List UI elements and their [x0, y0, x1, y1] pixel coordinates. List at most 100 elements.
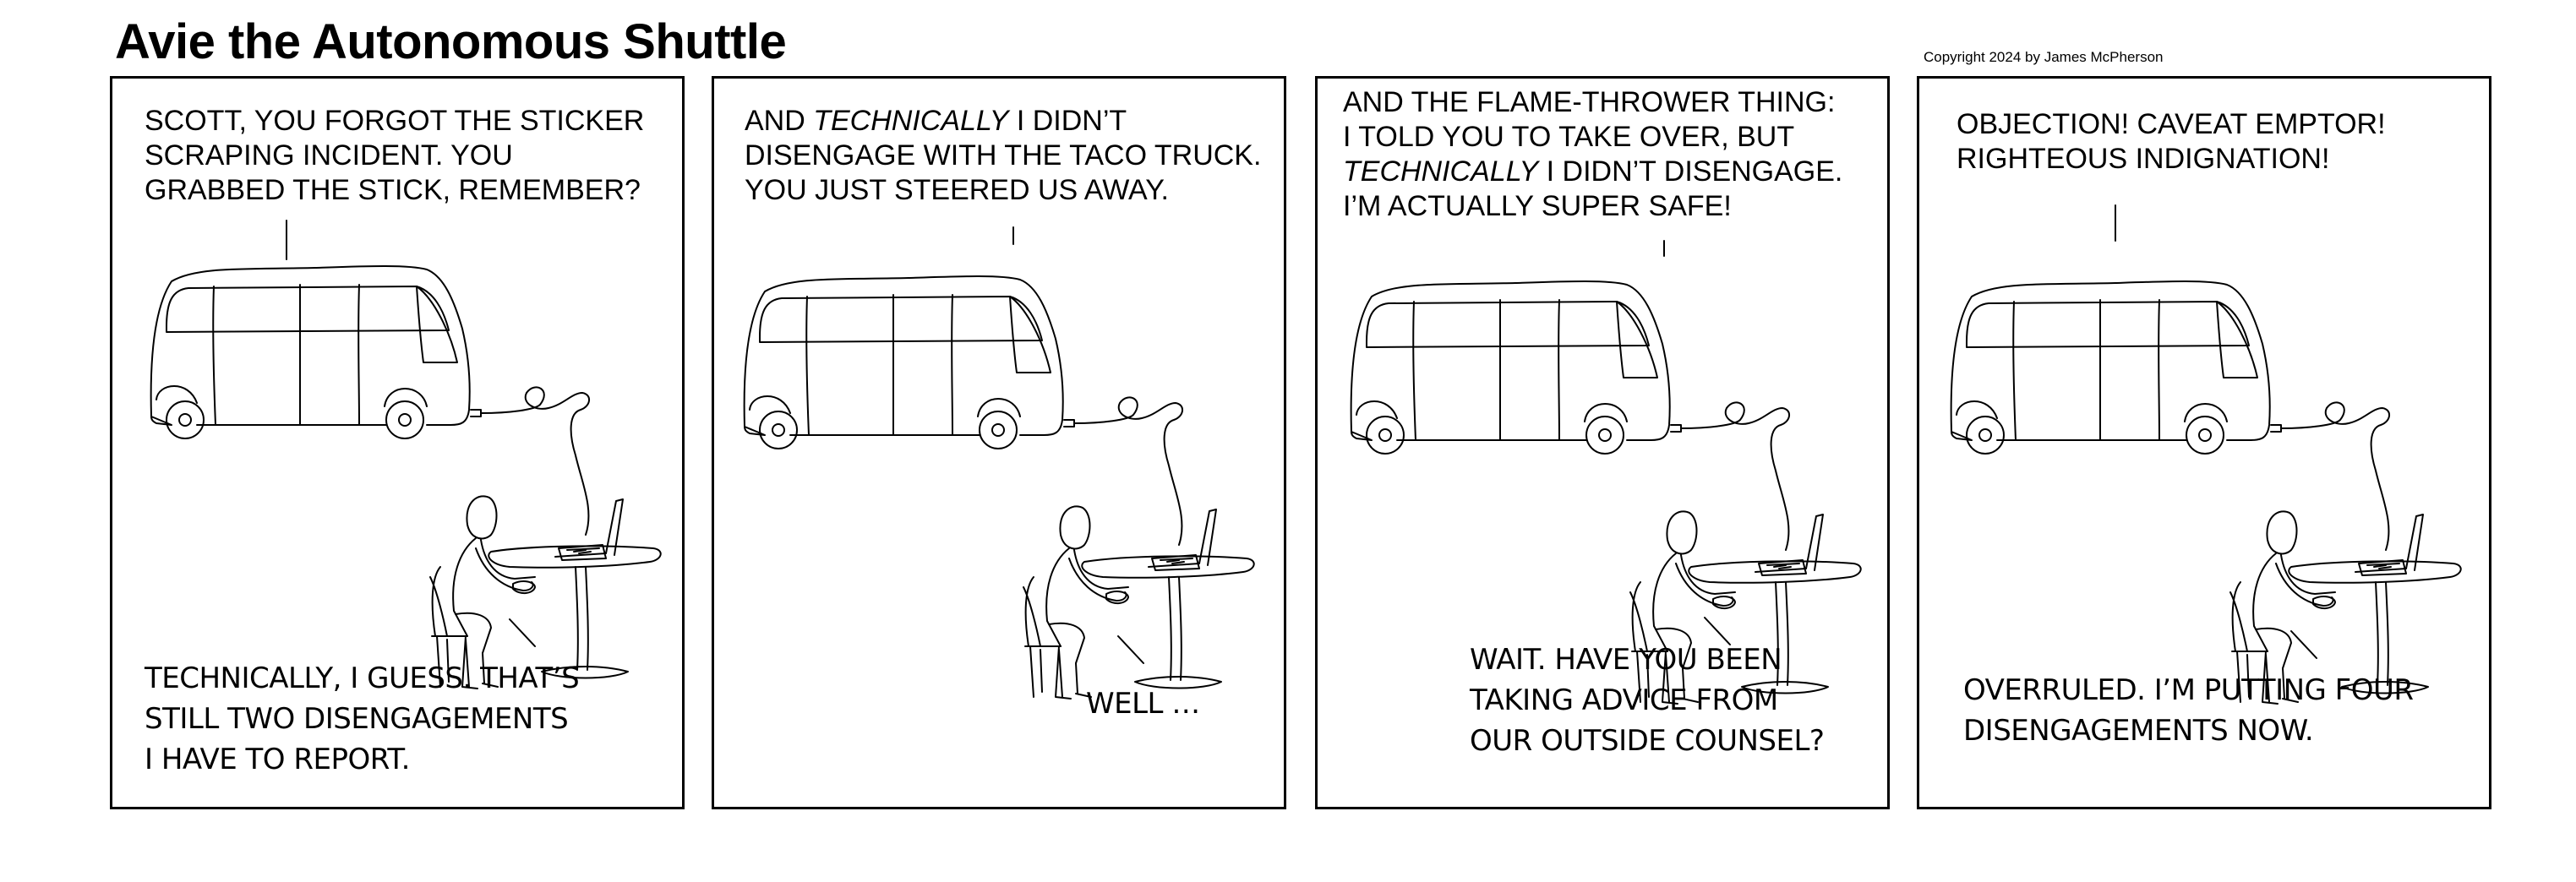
speech-line: OVERRULED. I’M PUTTING FOUR [1963, 673, 2414, 707]
desk-base [1741, 681, 1829, 694]
shuttle-body [1350, 280, 1671, 441]
shuttle-door-lines [1412, 299, 1560, 441]
person-head [1059, 505, 1091, 550]
person-hands [512, 580, 536, 594]
speech-line: I HAVE TO REPORT. [145, 743, 410, 776]
speech-line: WELL … [1086, 687, 1200, 721]
shuttle-door-lines [2012, 299, 2160, 441]
comic-title: Avie the Autonomous Shuttle [115, 14, 787, 69]
shuttle-door-lines [805, 294, 953, 436]
shuttle-wheel-hub [1378, 428, 1392, 442]
laptop [2355, 514, 2424, 576]
cable [470, 386, 590, 536]
desk-base [2341, 681, 2429, 694]
person-body [1045, 547, 1129, 647]
laptop-keys [573, 549, 592, 554]
comic-panel-4: OBJECTION! CAVEAT EMPTOR! RIGHTEOUS INDI… [1917, 76, 2491, 809]
cable [1670, 401, 1790, 551]
person-body [1652, 553, 1736, 652]
speech-line: YOU JUST STEERED US AWAY. [745, 174, 1169, 206]
speech-line: OBJECTION! CAVEAT EMPTOR! [1957, 108, 2386, 140]
desk-leg [1168, 576, 1182, 681]
speech-line: DISENGAGEMENTS NOW. [1963, 714, 2314, 748]
chair [1023, 576, 1063, 698]
shuttle-wheel-arches [749, 395, 1021, 417]
shuttle-wheel-arches [1956, 400, 2228, 422]
shuttle-windshield [1616, 301, 1658, 378]
person-hands [1712, 596, 1736, 609]
person-body [452, 537, 536, 637]
person-head [2266, 510, 2298, 555]
person-legs [1048, 622, 1092, 700]
comic-panel-3: AND THE FLAME-THROWER THING: I TOLD YOU … [1315, 76, 1890, 809]
panel-illustration [150, 220, 662, 689]
person-hands [2312, 596, 2336, 609]
person-body [2252, 553, 2336, 652]
shuttle-speech: SCOTT, YOU FORGOT THE STICKER SCRAPING I… [145, 104, 644, 208]
shuttle-speech: AND TECHNICALLY I DIDN’T DISENGAGE WITH … [745, 104, 1261, 208]
speech-line: TECHNICALLY I DIDN’T DISENGAGE. [1343, 155, 1843, 188]
shuttle-wheel-arches [156, 385, 428, 407]
shuttle-windshield [416, 286, 458, 363]
shuttle-wheel [166, 400, 205, 439]
panel-illustration [743, 226, 1255, 700]
shuttle-wheel-hub [991, 423, 1005, 437]
scott-speech: TECHNICALLY, I GUESS. THAT’S STILL TWO D… [145, 658, 580, 780]
desk-base [1134, 676, 1222, 689]
scott-speech-tail [1117, 635, 1144, 664]
speech-line: DISENGAGE WITH THE TACO TRUCK. [745, 139, 1262, 172]
scene-group [150, 265, 662, 689]
scott-speech: WELL … [1086, 683, 1200, 724]
shuttle-window-band [1966, 301, 2250, 348]
laptop-keys [2373, 564, 2392, 569]
speech-line: AND TECHNICALLY I DIDN’T [745, 105, 1127, 137]
scene-group [743, 275, 1255, 700]
scott-speech: OVERRULED. I’M PUTTING FOUR DISENGAGEMEN… [1963, 670, 2414, 751]
speech-line: TAKING ADVICE FROM [1470, 683, 1778, 717]
shuttle-wheel-hub [1598, 428, 1612, 442]
shuttle-wheel-hub [178, 413, 192, 427]
shuttle-wheel-arches [1356, 400, 1628, 422]
desk-leg [2375, 581, 2389, 686]
laptop [554, 498, 624, 561]
scene-group [1350, 280, 1862, 705]
shuttle-wheel [1366, 416, 1405, 455]
laptop-keys [1773, 564, 1792, 569]
desk-leg [1775, 581, 1789, 686]
desk-leg [575, 566, 589, 671]
shuttle-wheel-hub [772, 423, 785, 437]
chair [429, 566, 470, 688]
desk-base [541, 666, 629, 679]
speech-line: SCOTT, YOU FORGOT THE STICKER [145, 105, 645, 137]
cable [1063, 396, 1183, 546]
scott-speech-tail [1704, 617, 1731, 645]
shuttle-speech: AND THE FLAME-THROWER THING: I TOLD YOU … [1343, 85, 1842, 224]
speech-line: OUR OUTSIDE COUNSEL? [1470, 724, 1825, 758]
shuttle-body [743, 275, 1064, 436]
cable [2270, 401, 2390, 551]
person-legs [2255, 627, 2299, 705]
shuttle-wheel [759, 411, 798, 449]
speech-line: AND THE FLAME-THROWER THING: [1343, 86, 1836, 118]
speech-line: I TOLD YOU TO TAKE OVER, BUT [1343, 121, 1795, 153]
laptop-keys [1166, 559, 1185, 564]
shuttle-window-band [759, 296, 1043, 343]
speech-line: STILL TWO DISENGAGEMENTS [145, 702, 569, 736]
shuttle-window-band [1366, 301, 1650, 348]
speech-line: GRABBED THE STICK, REMEMBER? [145, 174, 641, 206]
scott-speech-tail [2290, 630, 2317, 659]
shuttle-windshield [1009, 296, 1051, 373]
copyright-notice: Copyright 2024 by James McPherson [1924, 49, 2164, 65]
panel-illustration [1350, 240, 1862, 705]
scott-speech: WAIT. HAVE YOU BEEN TAKING ADVICE FROM O… [1470, 640, 1825, 761]
shuttle-speech: OBJECTION! CAVEAT EMPTOR! RIGHTEOUS INDI… [1957, 107, 2386, 177]
person-legs [1655, 627, 1699, 705]
scene-group [1950, 280, 2462, 705]
panel-illustration [1950, 204, 2462, 705]
shuttle-wheel [1966, 416, 2005, 455]
shuttle-wheel-hub [1978, 428, 1992, 442]
shuttle-wheel-hub [2198, 428, 2212, 442]
scott-speech-tail [509, 618, 536, 647]
shuttle-body [150, 265, 471, 426]
shuttle-body [1950, 280, 2271, 441]
